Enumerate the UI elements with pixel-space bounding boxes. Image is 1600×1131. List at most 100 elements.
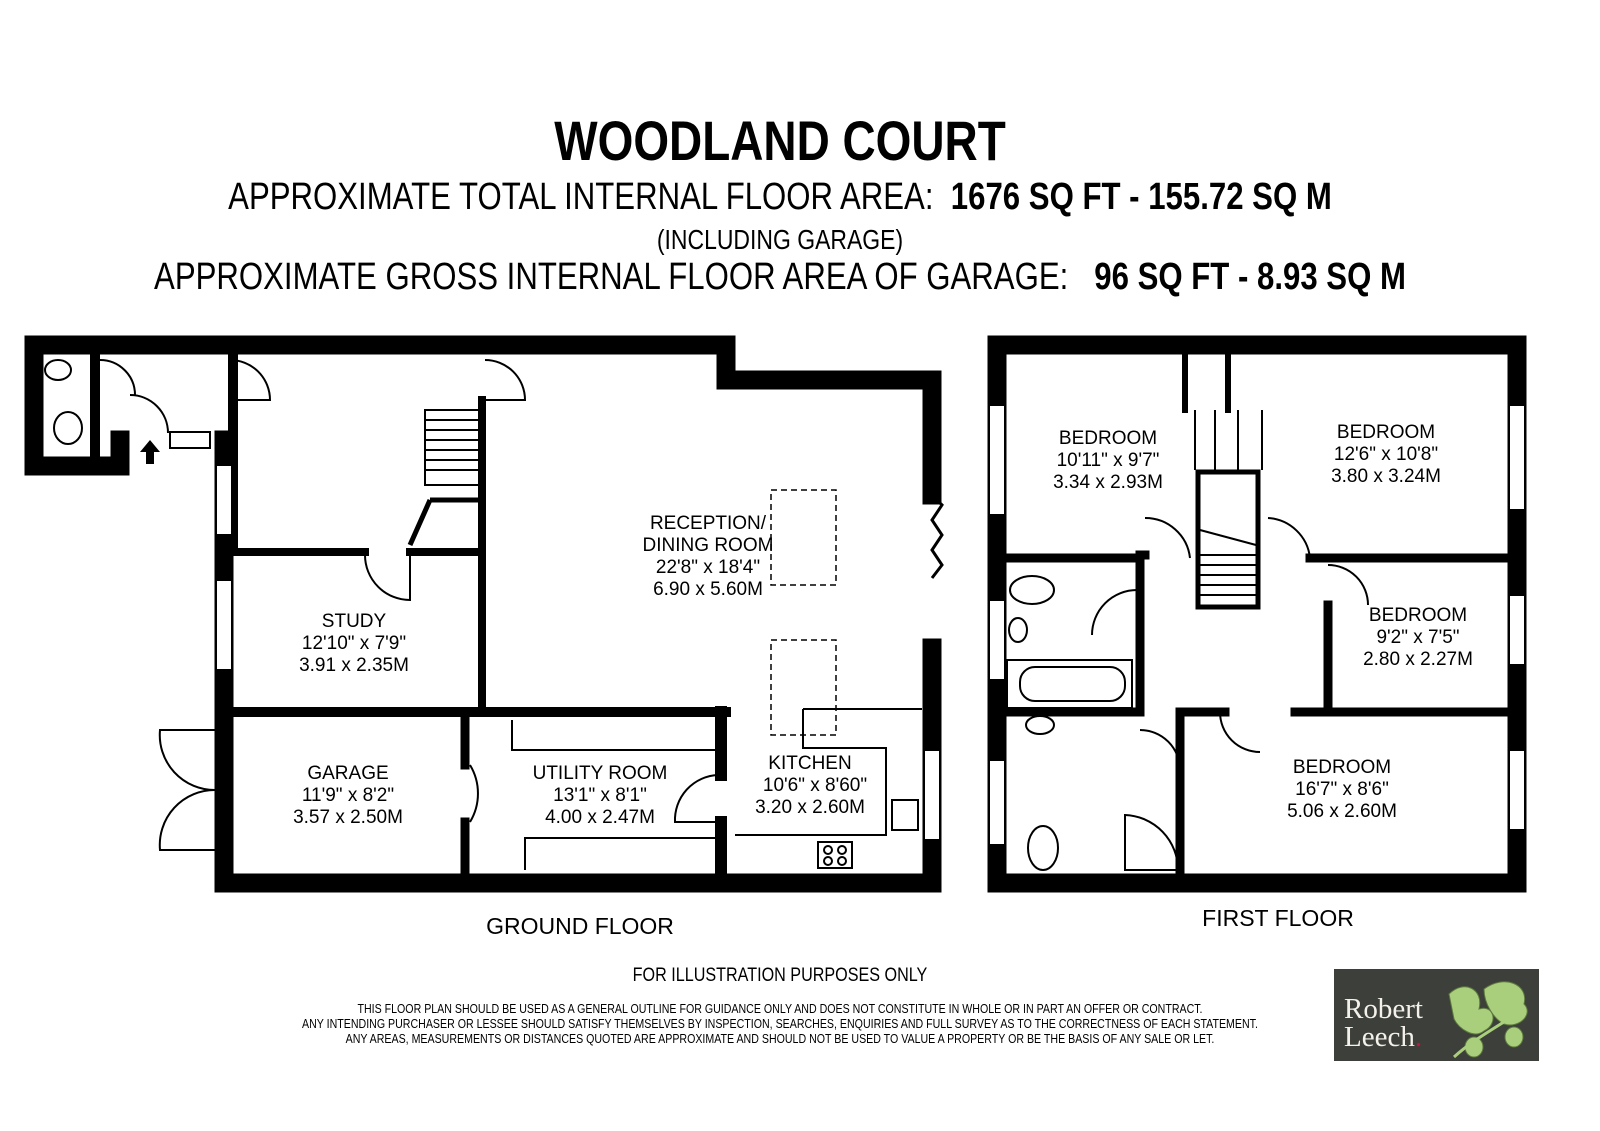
toilet [53, 411, 83, 445]
total-area-note: (INCLUDING GARAGE) [656, 224, 904, 255]
logo-dot: . [1414, 1021, 1423, 1053]
door [229, 359, 272, 401]
room-name: GARAGE [307, 763, 388, 784]
room-size-imperial: 11'9" x 8'2" [302, 785, 394, 806]
staircase [1199, 529, 1257, 596]
window [988, 599, 1006, 681]
room-size-metric: 3.20 x 2.60M [755, 797, 865, 818]
bath-inner [1019, 666, 1126, 702]
floor-label: GROUND FLOOR [486, 913, 674, 939]
room-name: BEDROOM [1059, 428, 1157, 449]
floor-label: FIRST FLOOR [1202, 905, 1354, 931]
total-area-label: APPROXIMATE TOTAL INTERNAL FLOOR AREA: [228, 176, 934, 218]
wardrobe [1194, 410, 1263, 470]
garage-doors [158, 729, 216, 851]
room-size-imperial: 12'10" x 7'9" [302, 633, 406, 654]
logo-line2: Leech [1344, 1021, 1415, 1053]
room-name: UTILITY ROOM [533, 763, 668, 784]
room-size-metric: 6.90 x 5.60M [653, 579, 763, 600]
door [1091, 589, 1138, 636]
disclaimer-line: THIS FLOOR PLAN SHOULD BE USED AS A GENE… [357, 1002, 1203, 1016]
door [1144, 516, 1191, 559]
room-size-metric: 5.06 x 2.60M [1287, 801, 1397, 822]
room-size-imperial: 10'11" x 9'7" [1057, 450, 1160, 471]
room-name: DINING ROOM [643, 535, 774, 556]
window [1508, 749, 1526, 831]
plan-title: WOODLAND COURT [554, 109, 1006, 172]
toilet [1009, 575, 1055, 605]
garage-area-label: APPROXIMATE GROSS INTERNAL FLOOR AREA OF… [154, 256, 1069, 298]
hob-ring [823, 845, 833, 855]
window [169, 431, 211, 449]
window [215, 464, 233, 536]
door [673, 774, 719, 823]
room-name: RECEPTION/ [650, 513, 767, 534]
room-name: STUDY [322, 611, 387, 632]
staircase [424, 409, 483, 486]
door [469, 764, 479, 823]
room-name: BEDROOM [1293, 757, 1391, 778]
room-size-imperial: 22'8" x 18'4" [656, 557, 760, 578]
total-area-value: 1676 SQ FT - 155.72 SQ M [950, 176, 1332, 218]
entrance-arrow-icon [140, 440, 160, 464]
hob-ring [823, 856, 833, 866]
disclaimer-line: ANY INTENDING PURCHASER OR LESSEE SHOULD… [302, 1017, 1258, 1031]
first-floor-plan: BEDROOM 10'11" x 9'7" 3.34 x 2.93M BEDRO… [987, 335, 1527, 931]
garage-area-value: 96 SQ FT - 8.93 SQ M [1094, 256, 1406, 298]
door [1327, 564, 1369, 606]
window [1508, 404, 1526, 511]
door [1139, 729, 1181, 771]
room-name: KITCHEN [768, 753, 851, 774]
door [1219, 711, 1261, 753]
shower [1124, 813, 1180, 871]
door [364, 554, 411, 602]
basin [1025, 715, 1055, 735]
room-size-metric: 3.34 x 2.93M [1053, 472, 1163, 493]
window [923, 749, 941, 841]
hob [817, 841, 853, 869]
hob-ring [837, 856, 847, 866]
window [1508, 594, 1526, 666]
hob-ring [837, 845, 847, 855]
window [988, 404, 1006, 516]
toilet [1027, 825, 1059, 871]
room-size-metric: 3.57 x 2.50M [293, 807, 403, 828]
room-size-imperial: 13'1" x 8'1" [553, 785, 647, 806]
room-size-imperial: 10'6" x 8'60" [763, 775, 867, 796]
room-size-imperial: 16'7" x 8'6" [1295, 779, 1389, 800]
stair-void [1195, 469, 1261, 610]
front-door [129, 394, 169, 434]
room-size-metric: 3.91 x 2.35M [299, 655, 409, 676]
total-area-line: APPROXIMATE TOTAL INTERNAL FLOOR AREA: 1… [140, 176, 1419, 219]
disclaimer-line: ANY AREAS, MEASUREMENTS OR DISTANCES QUO… [345, 1032, 1215, 1046]
utility-counter [511, 720, 715, 870]
sink [891, 799, 919, 831]
window [215, 579, 233, 671]
door [484, 359, 527, 401]
logo-line1: Robert [1344, 993, 1423, 1025]
ground-outer-wall [24, 335, 942, 505]
oak-leaf-icon [1448, 981, 1528, 1059]
room-size-imperial: 12'6" x 10'8" [1334, 444, 1438, 465]
room-size-metric: 2.80 x 2.27M [1363, 649, 1473, 670]
room-name: BEDROOM [1369, 605, 1467, 626]
room-size-imperial: 9'2" x 7'5" [1376, 627, 1459, 648]
illustration-note: FOR ILLUSTRATION PURPOSES ONLY [632, 965, 928, 986]
door [99, 359, 136, 396]
basin [44, 359, 72, 381]
basin [1008, 617, 1028, 643]
room-size-metric: 4.00 x 2.47M [545, 807, 655, 828]
room-name: BEDROOM [1337, 422, 1435, 443]
window [988, 759, 1006, 846]
bath [1006, 659, 1133, 709]
door [1267, 517, 1311, 559]
cupboard-wall [407, 497, 482, 547]
kitchen-counter [735, 708, 922, 836]
dining-table [770, 489, 837, 586]
room-size-metric: 3.80 x 3.24M [1331, 466, 1441, 487]
garage-area-line: APPROXIMATE GROSS INTERNAL FLOOR AREA OF… [140, 256, 1419, 299]
ground-floor-plan: RECEPTION/ DINING ROOM 22'8" x 18'4" 6.9… [24, 335, 944, 939]
